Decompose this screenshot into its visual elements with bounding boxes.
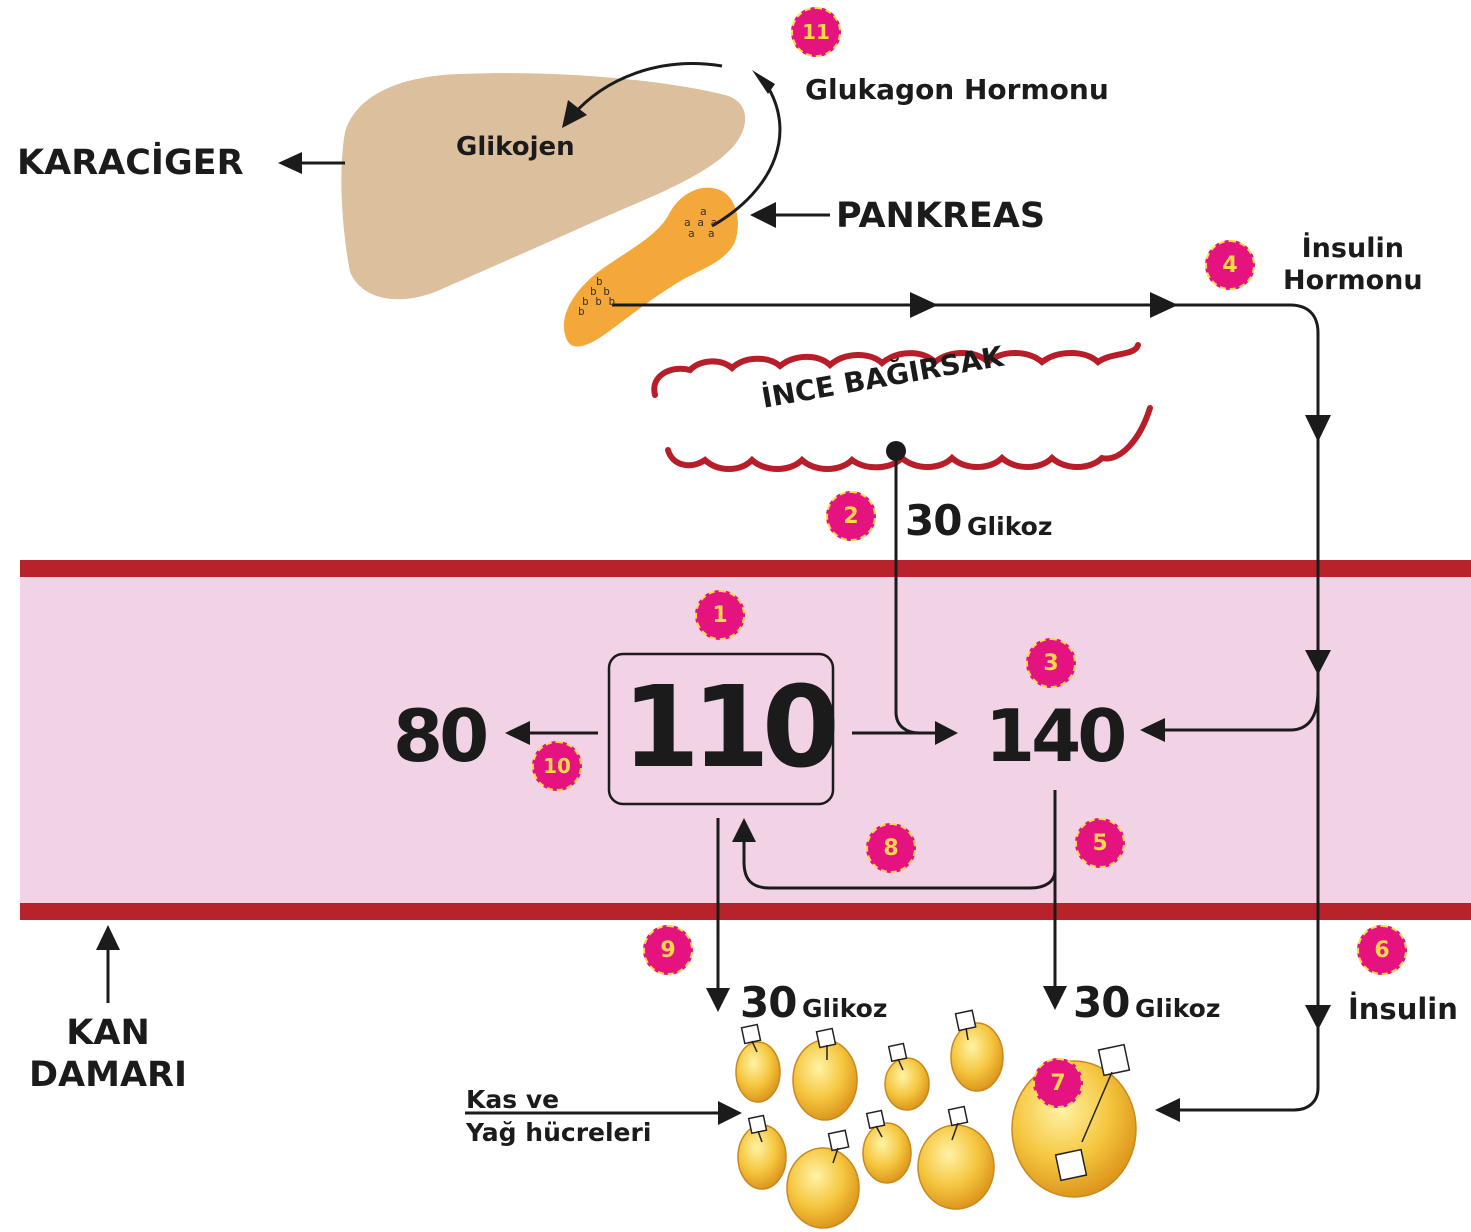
cells-glucose-a-amount: 30 bbox=[740, 978, 796, 1027]
cell bbox=[787, 1148, 859, 1228]
step-number: 6 bbox=[1374, 938, 1389, 963]
step-badge-6: 6 bbox=[1357, 925, 1407, 975]
step-number: 8 bbox=[883, 836, 898, 861]
beta-letter: b bbox=[578, 305, 585, 318]
intestine-glucose-amount: 30 bbox=[905, 496, 961, 545]
insulin-hormone-label: İnsulin Hormonu bbox=[1283, 233, 1423, 298]
step-number: 7 bbox=[1050, 1071, 1065, 1096]
cells-glucose-b-unit: Glikoz bbox=[1135, 994, 1220, 1023]
cell bbox=[951, 1023, 1003, 1091]
cells-label-line-1: Kas ve bbox=[466, 1084, 651, 1117]
step-badge-1: 1 bbox=[695, 590, 745, 640]
alpha-cells: a a a a a a bbox=[684, 206, 717, 239]
step-number: 10 bbox=[543, 754, 571, 778]
vessel-label-line-1: KAN bbox=[20, 1012, 196, 1054]
cell bbox=[863, 1123, 911, 1183]
start-level-value: 110 bbox=[622, 672, 822, 784]
high-level-value: 140 bbox=[985, 700, 1123, 772]
insulin-hormone-line-1: İnsulin bbox=[1283, 233, 1423, 265]
pancreas-label: PANKREAS bbox=[836, 199, 1045, 234]
cell-cluster bbox=[736, 1023, 1136, 1228]
cells-label-line-2: Yağ hücreleri bbox=[466, 1117, 651, 1150]
step-badge-5: 5 bbox=[1075, 818, 1125, 868]
cells-glucose-b: 30 Glikoz bbox=[1073, 982, 1220, 1024]
cell bbox=[885, 1058, 929, 1110]
intestine-glucose-unit: Glikoz bbox=[967, 512, 1052, 541]
cell bbox=[918, 1125, 994, 1209]
cell bbox=[736, 1042, 780, 1102]
step-number: 4 bbox=[1222, 253, 1237, 278]
step-badge-2: 2 bbox=[826, 491, 876, 541]
step-number: 1 bbox=[712, 603, 727, 628]
low-level-value: 80 bbox=[393, 700, 485, 772]
intestine-outlet-dot bbox=[886, 441, 906, 461]
insulin-label: İnsulin bbox=[1348, 995, 1458, 1024]
cell bbox=[793, 1040, 857, 1120]
step-badge-7: 7 bbox=[1033, 1058, 1083, 1108]
cells-glucose-b-amount: 30 bbox=[1073, 978, 1129, 1027]
step-badge-8: 8 bbox=[866, 823, 916, 873]
beta-letter: b bbox=[609, 295, 616, 308]
intestine-glucose: 30 Glikoz bbox=[905, 500, 1052, 542]
alpha-letter: a bbox=[688, 227, 695, 240]
step-badge-10: 10 bbox=[532, 741, 582, 791]
step-number: 5 bbox=[1092, 831, 1107, 856]
cells-label: Kas ve Yağ hücreleri bbox=[466, 1084, 651, 1149]
step-number: 2 bbox=[843, 504, 858, 529]
cells-glucose-a-unit: Glikoz bbox=[802, 994, 887, 1023]
step-number: 9 bbox=[660, 938, 675, 963]
step-badge-4: 4 bbox=[1205, 240, 1255, 290]
step-badge-3: 3 bbox=[1026, 638, 1076, 688]
step-number: 11 bbox=[802, 20, 830, 44]
step-badge-11: 11 bbox=[791, 7, 841, 57]
step-number: 3 bbox=[1043, 651, 1058, 676]
beta-cells: b b b b b b b bbox=[578, 277, 615, 317]
cells-glucose-a: 30 Glikoz bbox=[740, 982, 887, 1024]
vessel-label: KAN DAMARI bbox=[20, 1012, 196, 1096]
beta-letter: b bbox=[595, 295, 602, 308]
cell bbox=[738, 1125, 786, 1189]
step-badge-9: 9 bbox=[643, 925, 693, 975]
alpha-letter: a bbox=[708, 227, 715, 240]
glycogen-label: Glikojen bbox=[456, 134, 575, 160]
liver-label: KARACİGER bbox=[17, 146, 244, 181]
vessel-label-line-2: DAMARI bbox=[20, 1054, 196, 1096]
glucagon-label: Glukagon Hormonu bbox=[805, 76, 1109, 104]
insulin-hormone-line-2: Hormonu bbox=[1283, 265, 1423, 297]
